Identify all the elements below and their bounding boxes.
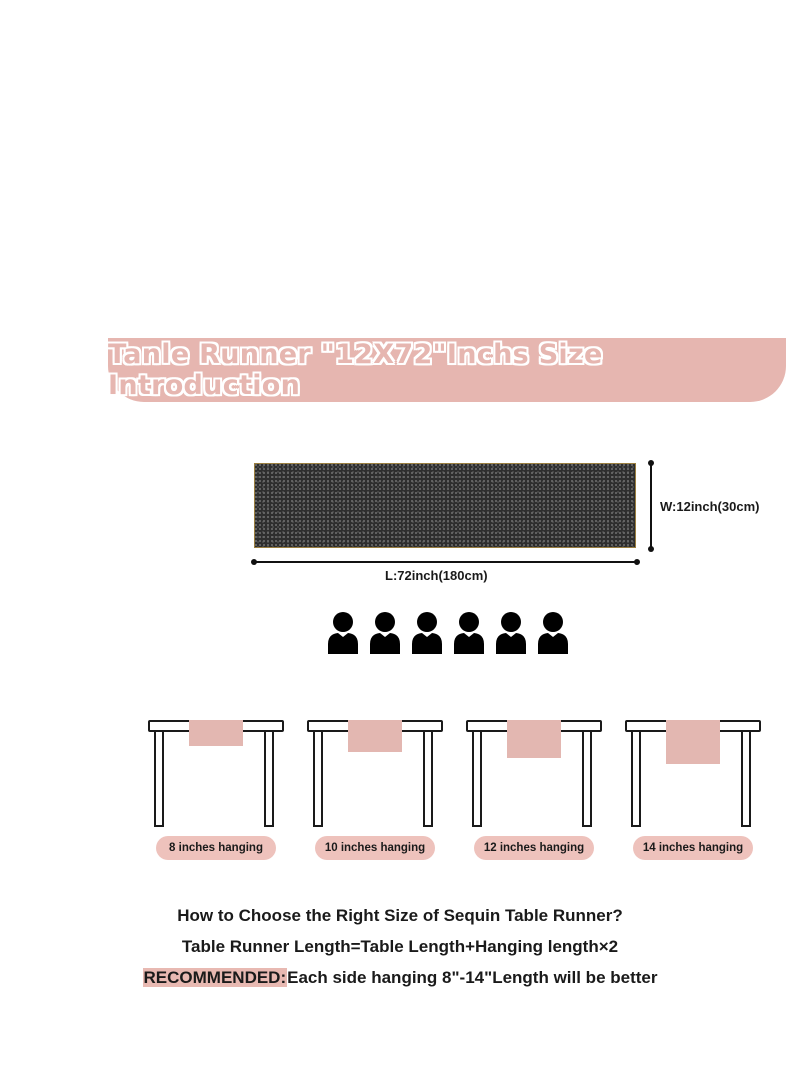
- table-leg: [741, 731, 751, 827]
- footer-question: How to Choose the Right Size of Sequin T…: [177, 906, 623, 925]
- width-label: W:12inch(30cm): [660, 499, 760, 514]
- recommended-highlight: RECOMMENDED:: [142, 968, 288, 987]
- hanging-label: 10 inches hanging: [315, 836, 435, 860]
- width-dimension-line: [648, 460, 654, 552]
- table-leg: [264, 731, 274, 827]
- table-leg: [631, 731, 641, 827]
- table-diagram: 10 inches hanging: [299, 712, 443, 862]
- hanging-label: 8 inches hanging: [156, 836, 276, 860]
- people-row: [325, 610, 570, 656]
- table-diagram: 14 inches hanging: [617, 712, 761, 862]
- person-icon: [409, 610, 445, 656]
- recommendation-text: Each side hanging 8"-14"Length will be b…: [287, 968, 658, 987]
- footer-text: How to Choose the Right Size of Sequin T…: [0, 900, 800, 993]
- footer-formula: Table Runner Length=Table Length+Hanging…: [181, 937, 619, 956]
- table-leg: [582, 731, 592, 827]
- runner-drape: [507, 720, 561, 758]
- table-leg: [472, 731, 482, 827]
- runner-drape: [189, 720, 243, 746]
- footer-recommendation: RECOMMENDED:Each side hanging 8"-14"Leng…: [0, 962, 800, 993]
- table-leg: [423, 731, 433, 827]
- length-label: L:72inch(180cm): [385, 568, 488, 583]
- banner-title: Tanle Runner "12X72"Inchs Size Introduct…: [108, 339, 603, 401]
- person-icon: [535, 610, 571, 656]
- table-leg: [154, 731, 164, 827]
- runner-drape: [348, 720, 402, 752]
- table-diagrams: 8 inches hanging 10 inches hanging 12 inch…: [140, 712, 800, 872]
- table-diagram: 12 inches hanging: [458, 712, 602, 862]
- person-icon: [451, 610, 487, 656]
- hanging-label: 14 inches hanging: [633, 836, 753, 860]
- runner-drape: [666, 720, 720, 764]
- table-diagram: 8 inches hanging: [140, 712, 284, 862]
- person-icon: [493, 610, 529, 656]
- title-banner: Tanle Runner "12X72"Inchs Size Introduct…: [108, 338, 786, 402]
- person-icon: [367, 610, 403, 656]
- table-leg: [313, 731, 323, 827]
- hanging-label: 12 inches hanging: [474, 836, 594, 860]
- runner-diagram: W:12inch(30cm) L:72inch(180cm): [0, 455, 800, 595]
- length-dimension-line: [251, 559, 640, 565]
- person-icon: [325, 610, 361, 656]
- sequin-runner-image: [254, 463, 636, 548]
